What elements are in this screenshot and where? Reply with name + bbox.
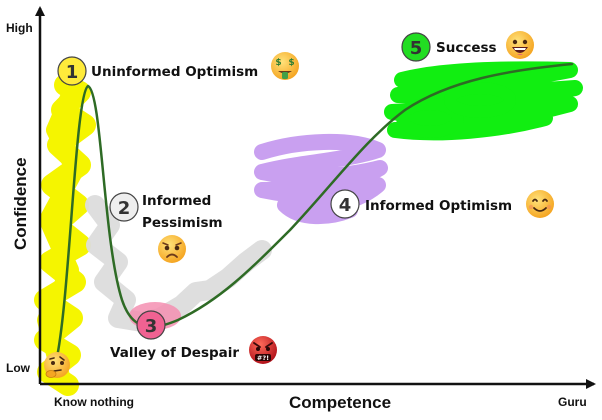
- x-end-label: Guru: [558, 395, 587, 409]
- x-axis-title: Competence: [289, 393, 391, 412]
- confidence-curve: [54, 62, 574, 364]
- svg-text:$: $: [275, 58, 281, 68]
- svg-text:#?!: #?!: [257, 354, 269, 362]
- stage-2-badge: [109, 192, 139, 222]
- grinning-face-icon: [506, 31, 534, 59]
- stage-4-number: 4: [339, 195, 352, 216]
- stage-1-badge: [57, 56, 87, 86]
- stage-2-number: 2: [118, 198, 131, 219]
- stage-3: 3 Valley of Despair #?!: [110, 310, 277, 364]
- stage-3-number: 3: [145, 316, 158, 337]
- stage-5: 5 Success: [401, 31, 534, 62]
- stage-4: 4 Informed Optimism: [330, 189, 554, 219]
- angry-cursing-face-icon: #?!: [249, 336, 277, 364]
- money-face-icon: $ $: [271, 52, 299, 80]
- svg-text:$: $: [288, 58, 294, 68]
- stage-2-label-line-2: Pessimism: [142, 215, 223, 231]
- stage-4-label: Informed Optimism: [365, 198, 512, 214]
- stage-5-badge: [401, 32, 431, 62]
- y-axis-title: Confidence: [11, 157, 30, 250]
- stage-1: 1 Uninformed Optimism $ $: [57, 52, 299, 86]
- y-low-label: Low: [6, 361, 31, 375]
- yellow-scribble: [34, 74, 96, 396]
- stage-1-number: 1: [66, 62, 79, 83]
- thinking-face-icon: [44, 352, 70, 378]
- purple-scribble: [254, 133, 388, 225]
- y-high-label: High: [6, 21, 33, 35]
- stage-2: 2 Informed Pessimism: [109, 192, 223, 263]
- stage-4-badge: [330, 189, 360, 219]
- worried-face-icon: [158, 235, 186, 263]
- green-scribble: [384, 61, 583, 141]
- smiling-face-icon: [526, 190, 554, 218]
- stage-3-badge: [136, 310, 166, 340]
- stage-2-label-line-1: Informed: [142, 193, 211, 209]
- stage-3-label: Valley of Despair: [110, 345, 239, 361]
- x-start-label: Know nothing: [54, 395, 134, 409]
- stage-1-label: Uninformed Optimism: [91, 64, 258, 80]
- stage-5-number: 5: [410, 38, 423, 59]
- stage-5-label: Success: [436, 40, 497, 56]
